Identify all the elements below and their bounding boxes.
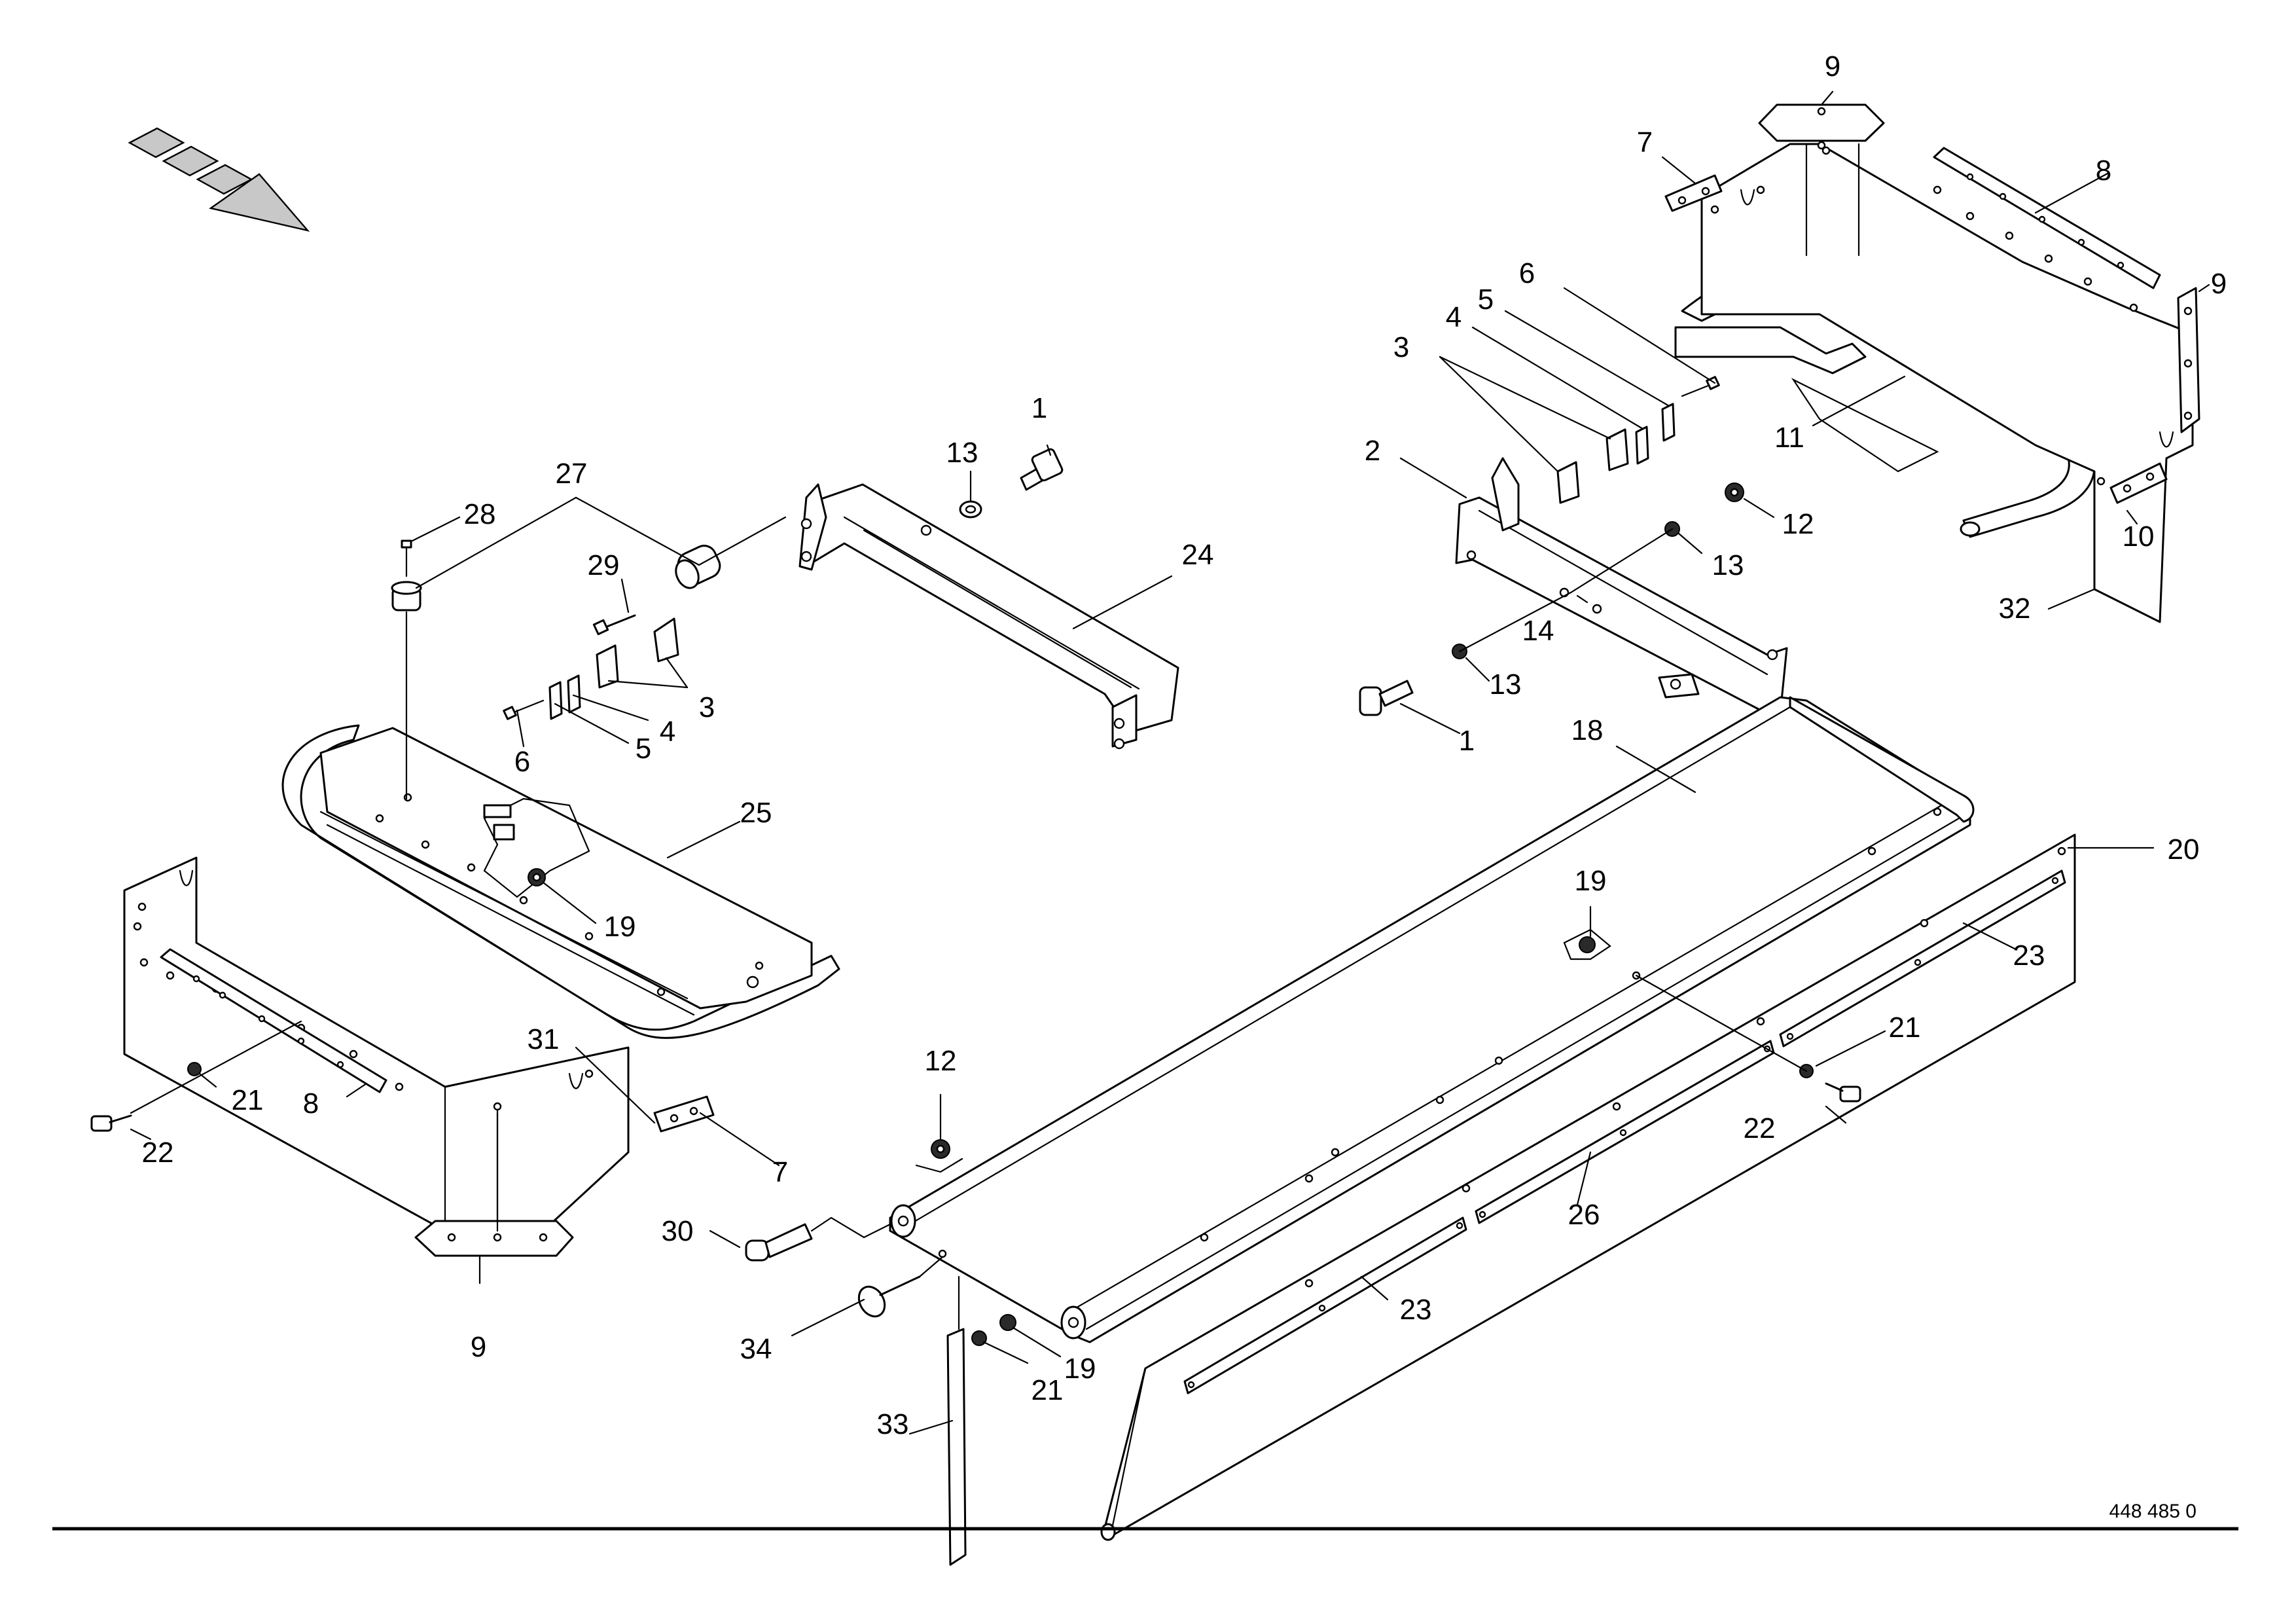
right-plate-10 [2109,462,2168,504]
nut-19-center [1563,928,1611,960]
callout-31: 31 [528,1023,560,1055]
right-bracket-9-side [2177,287,2200,433]
callout-8: 8 [2096,155,2111,187]
right-strip-8 [1933,147,2161,289]
callout-32: 32 [1999,593,2031,625]
callout-23: 23 [2013,939,2045,972]
callout-8: 8 [303,1087,319,1120]
left-strip-8 [160,948,387,1093]
left-washer-21 [187,1062,202,1076]
callout-20: 20 [2168,833,2200,866]
nut-19-left [528,868,546,886]
callout-28: 28 [464,498,496,530]
callout-1: 1 [1031,392,1047,424]
left-clamp-set [503,617,679,720]
callout-9: 9 [1825,50,1840,82]
right-clamp-set [1556,376,1720,504]
callout-7: 7 [1637,126,1653,158]
callout-14: 14 [1522,615,1554,647]
callout-10: 10 [2123,520,2155,553]
callout-13: 13 [946,437,978,469]
callout-25: 25 [740,797,772,829]
screw-29 [592,614,636,636]
left-tray-25 [281,724,840,1039]
callout-11: 11 [1774,422,1804,454]
callout-19: 19 [604,911,636,943]
right-bolt-1 [1359,680,1414,716]
callout-22: 22 [1744,1112,1776,1144]
leader-lines [130,90,2210,1435]
callout-9: 9 [471,1331,486,1363]
callout-3: 3 [1393,331,1409,363]
callout-5: 5 [1478,283,1494,316]
strip-23-lower [1183,1216,1467,1395]
right-side-panel-32 [1700,143,2194,623]
nut-12-lower [931,1139,950,1159]
left-upper-bracket-24 [798,483,1179,750]
rubber-buffer-28 [391,539,422,611]
left-bolt-1 [1020,448,1064,491]
callout-7: 7 [772,1156,788,1188]
callout-18: 18 [1571,714,1604,746]
callout-3: 3 [699,691,715,723]
callout-26: 26 [1568,1199,1600,1231]
callout-5: 5 [636,733,651,765]
nut-19-lower [999,1314,1016,1331]
callout-12: 12 [1782,508,1814,540]
callout-22: 22 [142,1137,174,1169]
callout-33: 33 [877,1408,909,1440]
right-bracket-9-top [1758,103,1885,150]
callout-30: 30 [662,1215,694,1247]
callout-12: 12 [925,1045,957,1077]
callout-21: 21 [232,1084,264,1116]
long-tray-18 [889,696,1975,1343]
callout-21: 21 [1889,1012,1921,1044]
callout-19: 19 [1064,1353,1096,1385]
callout-13: 13 [1712,549,1744,581]
callout-23: 23 [1400,1294,1432,1326]
washer-21-lower [971,1330,987,1346]
bolt-22-right [1825,1082,1861,1103]
callout-9: 9 [2211,268,2227,300]
left-plate-7 [653,1095,715,1133]
callout-27: 27 [556,458,588,490]
callout-6: 6 [1519,257,1535,289]
pin-34 [857,1275,921,1318]
callout-6: 6 [514,746,530,778]
callout-4: 4 [660,716,675,748]
callout-2: 2 [1365,435,1380,467]
left-bracket-9 [414,1220,574,1257]
pin-30 [745,1223,813,1262]
drawing-number: 448 485 0 [2109,1501,2197,1522]
callout-labels: 1 13 24 27 28 29 3 4 5 6 25 19 21 8 22 3… [142,50,2227,1522]
spacer-27 [675,545,721,589]
callout-19: 19 [1575,865,1607,897]
right-nut-12 [1725,483,1744,502]
left-bolt-22 [90,1114,132,1132]
direction-of-travel-arrow-icon [128,127,310,232]
callout-34: 34 [740,1333,772,1365]
bar-33 [946,1328,967,1566]
callout-21: 21 [1031,1374,1064,1406]
callout-29: 29 [588,549,620,581]
right-plate-7 [1664,174,1723,212]
callout-1: 1 [1459,725,1475,757]
left-washer-13 [959,500,982,519]
callout-4: 4 [1446,301,1462,333]
callout-13: 13 [1490,668,1522,701]
callout-24: 24 [1182,539,1214,571]
